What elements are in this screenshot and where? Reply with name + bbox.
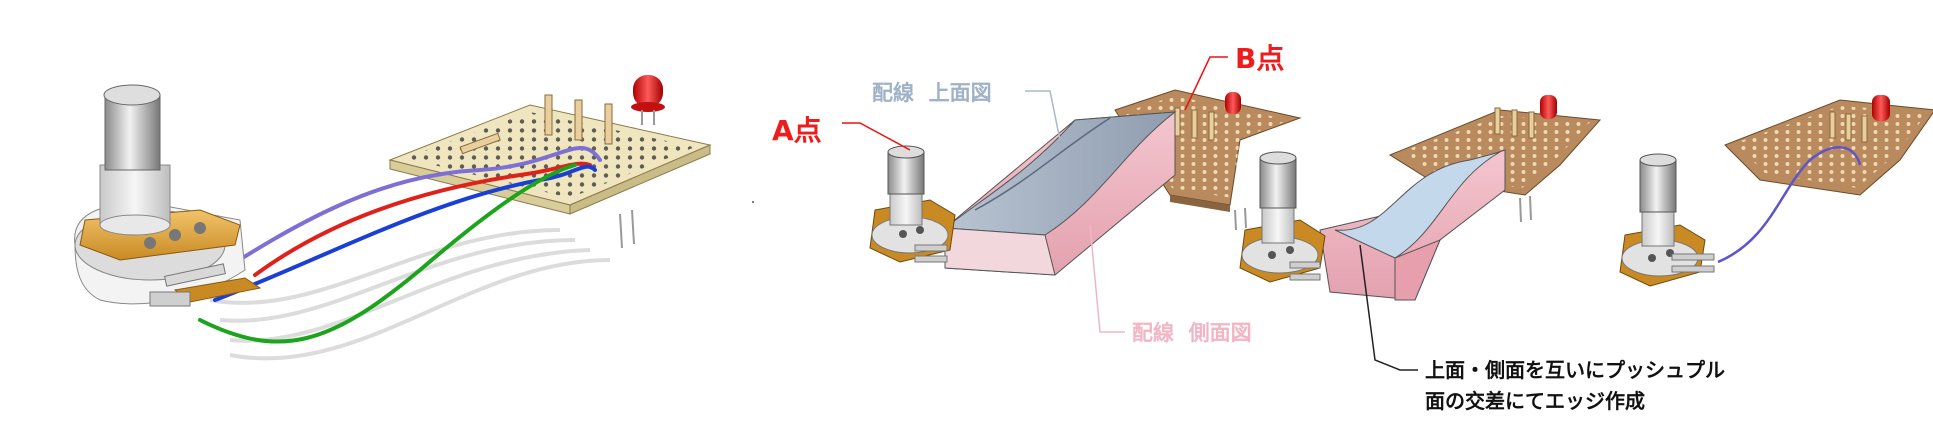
callout-line-note	[1359, 244, 1418, 371]
callout-line-a	[842, 122, 911, 151]
note-line-1: 上面・側面を互いにプッシュプル	[1425, 358, 1725, 382]
label-top-view: 配線 上面図	[872, 81, 992, 105]
wire-green	[198, 163, 577, 344]
final-wire	[1717, 146, 1862, 264]
wires	[198, 146, 602, 344]
scene-full-assembly	[74, 75, 712, 361]
wire-shadows	[209, 228, 611, 361]
scene-intersection	[1239, 95, 1602, 371]
label-side-view: 配線 側面図	[1132, 321, 1252, 345]
potentiometer-small-3	[1619, 153, 1715, 287]
callout-line-top-view	[1025, 90, 1061, 141]
resistors	[459, 94, 613, 155]
label-point-b: B点	[1235, 42, 1284, 75]
potentiometer	[74, 84, 262, 307]
callout-line-b	[1184, 56, 1228, 111]
callout-line-side-view	[1089, 224, 1125, 333]
wire-blue	[213, 164, 597, 302]
potentiometer-small-2	[1239, 151, 1326, 283]
wire-purple	[198, 146, 602, 287]
potentiometer-small-1	[869, 145, 956, 263]
label-point-a: A点	[772, 114, 822, 147]
led	[631, 75, 665, 125]
scene-final-wire	[1619, 95, 1933, 287]
note-line-2: 面の交差にてエッジ作成	[1425, 389, 1645, 413]
